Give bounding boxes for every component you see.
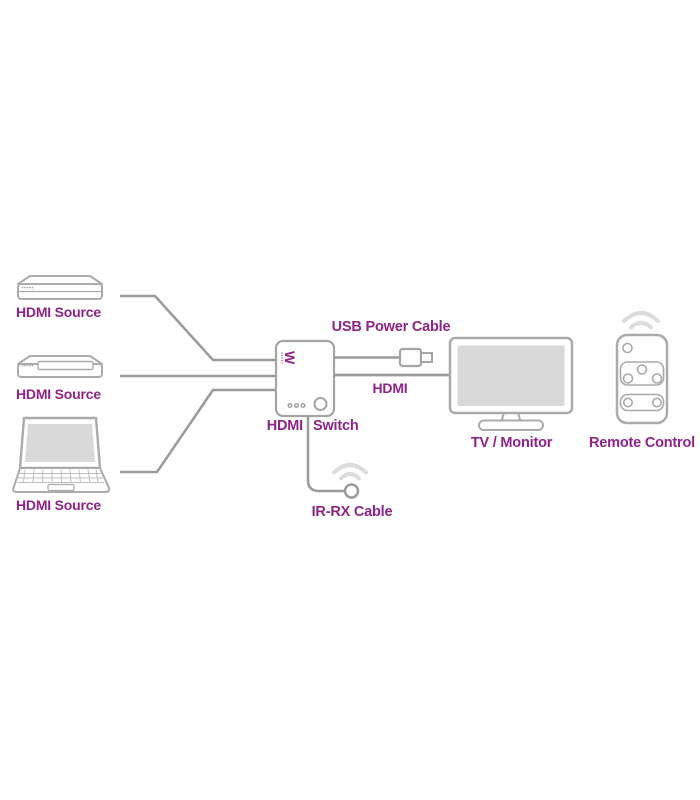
usb-connector-body [398,347,423,368]
ir-receiver-eye [343,483,360,499]
ir-signal-icon [332,463,368,481]
brand-logo-text-dots [281,352,283,364]
remote-control-label: Remote Control [589,435,695,451]
switch-select-button [313,397,328,411]
source-device-media-player [17,275,103,300]
source-device-laptop [12,416,111,493]
hdmi-switch-device: W [274,339,336,418]
laptop-screen [25,424,95,462]
ir-rx-cable [306,416,368,499]
ir-cable-line [306,416,345,493]
tv-monitor-device [448,336,574,431]
laptop-touchpad [47,483,75,492]
hdmi-cable-label: HDMI [372,380,408,396]
player2-vent-dots [21,364,34,367]
brand-logo-w-icon: W [282,351,298,365]
cable-source1-to-switch [120,294,276,362]
usb-connector-tip [420,352,433,363]
cable-source3-to-switch [120,388,276,474]
laptop-keyboard-grid [17,469,104,483]
source-device-disc-player [17,355,103,378]
remote-control-device [615,311,669,425]
tv-monitor-label: TV / Monitor [470,435,553,451]
usb-power-cable-label: USB Power Cable [331,319,451,335]
switch-label-word2: Switch [313,418,359,434]
switch-label-word1: HDMI [266,418,303,434]
usb-power-cable [334,347,433,368]
player1-vent-dots [21,286,34,289]
tv-stand-base [478,419,544,431]
ir-rx-cable-label: IR-RX Cable [311,504,393,520]
switch-led-indicators [287,403,306,409]
player2-disc-tray [37,360,94,371]
source-cables [120,294,276,474]
remote-bottom-group [619,393,665,412]
remote-buttons [619,342,665,412]
remote-ir-signal-icon [622,311,660,330]
remote-power-button [622,342,633,354]
player1-top [17,275,103,285]
source2-label: HDMI Source [16,386,101,402]
source3-label: HDMI Source [16,497,101,513]
tv-screen [457,345,565,406]
source1-label: HDMI Source [16,304,101,320]
